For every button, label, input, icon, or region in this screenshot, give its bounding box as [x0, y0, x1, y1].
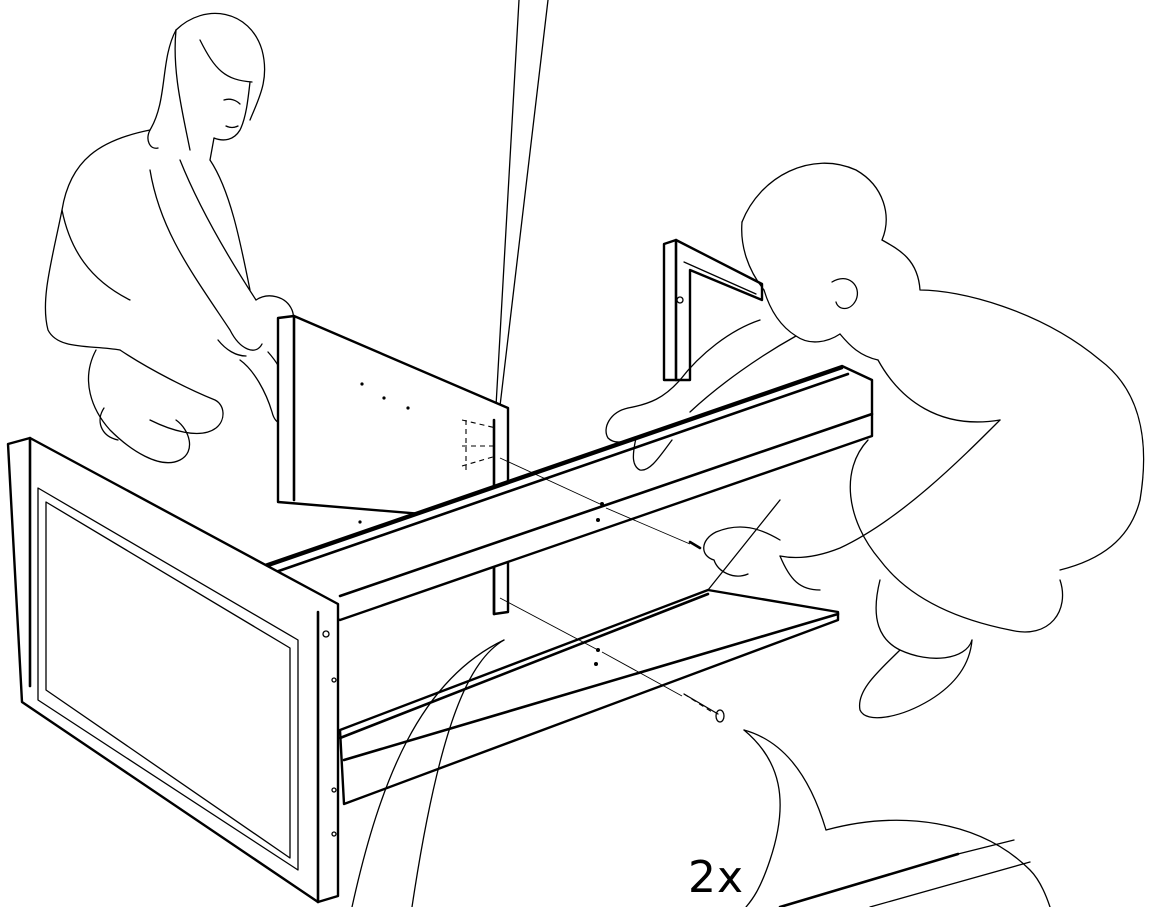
top-callout-pointer [496, 0, 548, 406]
detail-callout [744, 730, 1050, 907]
front-frame [8, 438, 338, 902]
woman-figure-icon [45, 13, 293, 462]
quantity-label: 2x [688, 856, 744, 900]
